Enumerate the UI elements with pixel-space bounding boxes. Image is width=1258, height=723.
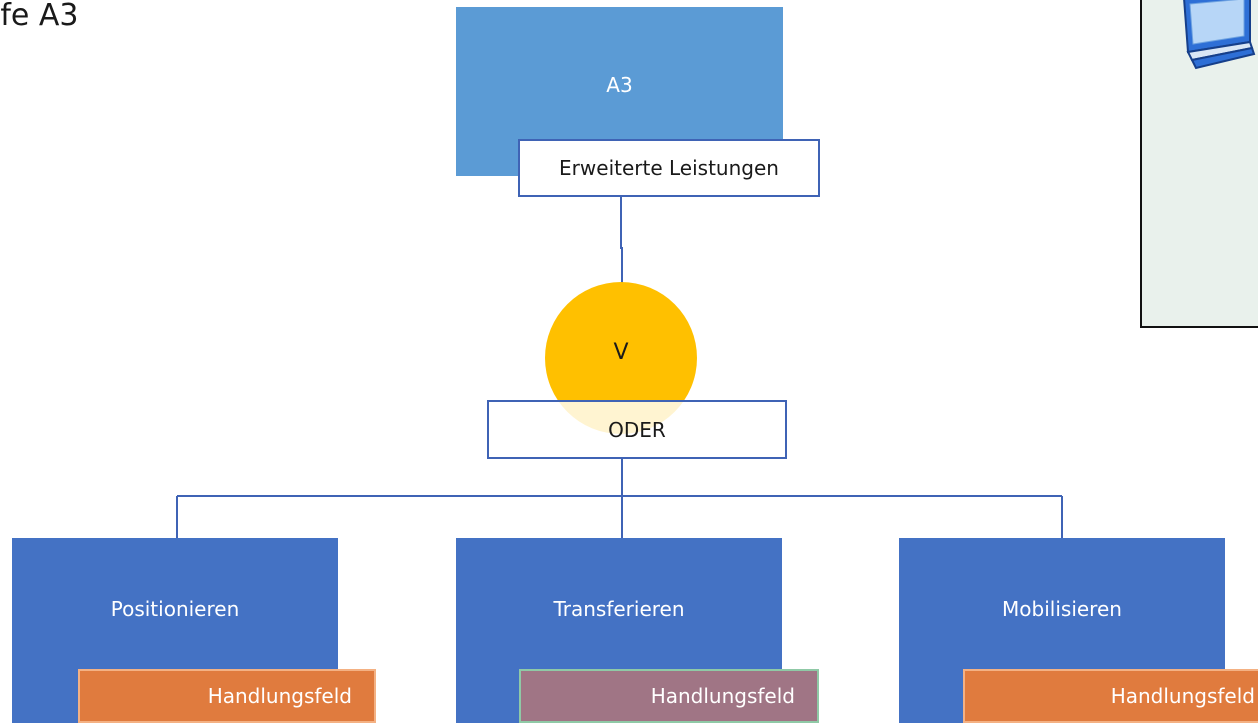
side-panel [1140, 0, 1258, 328]
book-icon [1183, 0, 1256, 70]
tag-handlungsfeld-mobilisieren: Handlungsfeld [963, 669, 1258, 723]
tag-handlungsfeld-transferieren: Handlungsfeld [519, 669, 819, 723]
node-positionieren-label: Positionieren [110, 597, 240, 621]
node-mobilisieren-label: Mobilisieren [1002, 597, 1122, 621]
tag-handlungsfeld-positionieren: Handlungsfeld [78, 669, 376, 723]
connector-top-to-operator [620, 197, 623, 285]
operator-symbol: V [613, 340, 629, 365]
node-a3-caption: Erweiterte Leistungen [518, 139, 820, 197]
page-title: ife A3 [0, 0, 79, 33]
node-a3-label: A3 [606, 73, 633, 97]
operator-caption: ODER [487, 400, 787, 459]
node-transferieren-label: Transferieren [553, 597, 685, 621]
